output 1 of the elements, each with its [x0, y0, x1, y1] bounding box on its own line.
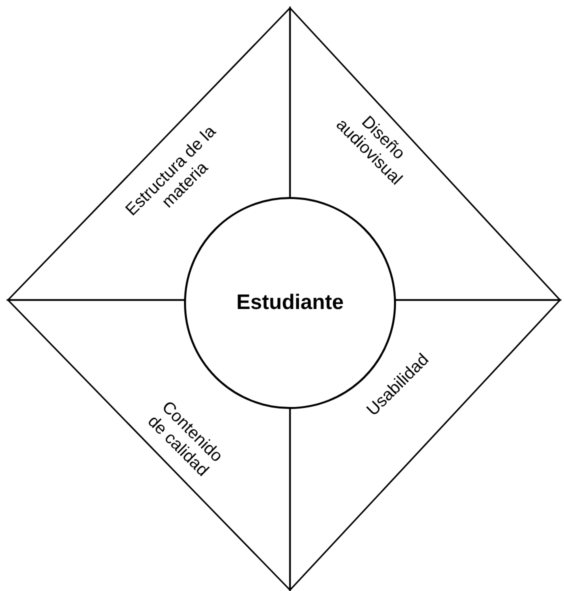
- center-label: Estudiante: [236, 291, 344, 315]
